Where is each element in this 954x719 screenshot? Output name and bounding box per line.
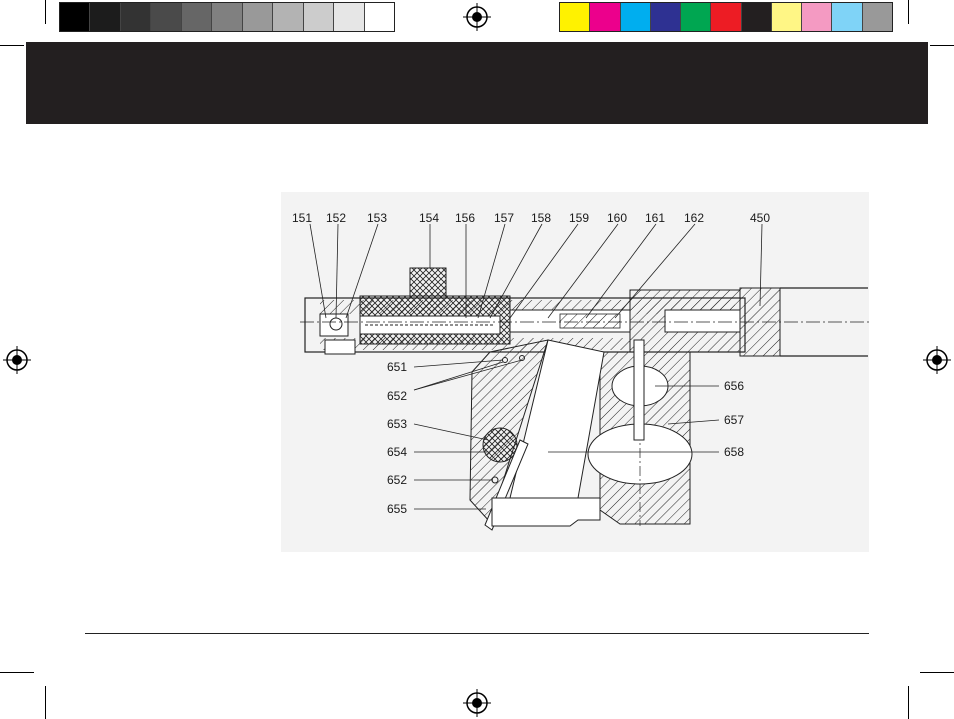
receiver-assembly	[300, 268, 870, 354]
part-label-652: 652	[387, 389, 407, 403]
registration-mark	[463, 3, 491, 31]
part-label-161: 161	[645, 211, 665, 225]
bottom-rule	[85, 633, 869, 634]
part-label-655: 655	[387, 502, 407, 516]
part-label-157: 157	[494, 211, 514, 225]
part-label-159: 159	[569, 211, 589, 225]
part-label-653: 653	[387, 417, 407, 431]
part-label-656: 656	[724, 379, 744, 393]
part-label-651: 651	[387, 360, 407, 374]
part-label-450: 450	[750, 211, 770, 225]
part-label-153: 153	[367, 211, 387, 225]
part-label-652-lower: 652	[387, 473, 407, 487]
registration-mark	[3, 346, 31, 374]
part-label-162: 162	[684, 211, 704, 225]
part-label-154: 154	[419, 211, 439, 225]
part-label-152: 152	[326, 211, 346, 225]
registration-mark	[463, 689, 491, 717]
barrel	[740, 288, 868, 356]
part-label-160: 160	[607, 211, 627, 225]
part-label-657: 657	[724, 413, 744, 427]
registration-mark	[923, 346, 951, 374]
part-label-654: 654	[387, 445, 407, 459]
grip-frame	[470, 340, 692, 530]
part-label-658: 658	[724, 445, 744, 459]
part-label-156: 156	[455, 211, 475, 225]
part-label-151: 151	[292, 211, 312, 225]
part-label-158: 158	[531, 211, 551, 225]
